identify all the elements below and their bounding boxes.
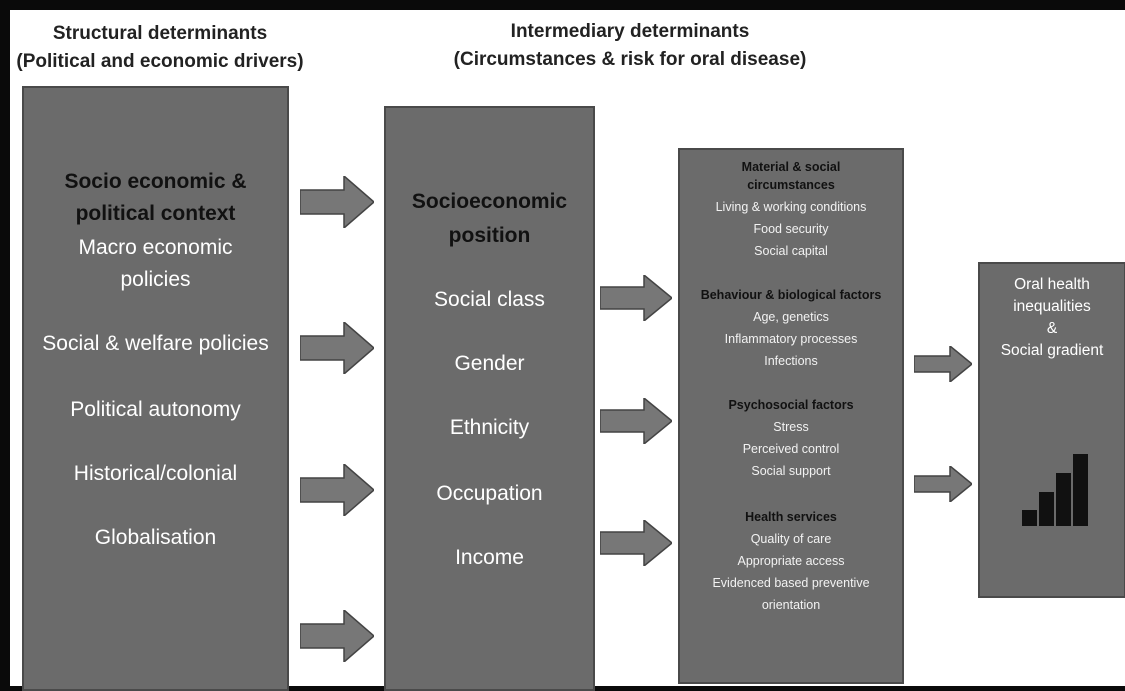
intermediary-header-subtitle: (Circumstances & risk for oral disease) [453, 49, 807, 70]
structural-item-social-welfare: Social & welfare policies [42, 332, 269, 355]
arrow-right-icon [600, 275, 672, 321]
group-material-title-1: Material & social [741, 160, 841, 174]
group-health-services-item-3: Evidenced based preventive [712, 576, 870, 590]
group-psychosocial-item-1: Stress [773, 420, 809, 434]
arrow-right-icon [914, 466, 972, 502]
structural-header: Structural determinants (Political and e… [10, 20, 310, 76]
arrow-right-icon [600, 520, 672, 566]
structural-heading-line-1: Socio economic & [64, 170, 247, 193]
outcome-line-4: Social gradient [1000, 342, 1104, 359]
gradient-bar-4 [1073, 454, 1088, 526]
structural-item-macro-1: Macro economic [78, 236, 233, 259]
position-item-gender: Gender [454, 352, 525, 375]
outcome-line-3: & [1046, 320, 1058, 337]
structural-item-political-autonomy: Political autonomy [70, 398, 241, 421]
group-behaviour-item-3: Infections [764, 354, 818, 368]
intermediary-header: Intermediary determinants (Circumstances… [440, 18, 820, 74]
arrow-right-icon [914, 346, 972, 382]
outcome-line-1: Oral health [1014, 276, 1090, 293]
group-psychosocial-item-2: Perceived control [742, 442, 840, 456]
oral-health-outcome-box: Oral health inequalities & Social gradie… [978, 262, 1125, 598]
gradient-bar-1 [1022, 510, 1037, 526]
gradient-bar-2 [1039, 492, 1054, 526]
arrow-right-icon [300, 464, 374, 516]
position-item-occupation: Occupation [436, 482, 543, 505]
position-item-income: Income [455, 546, 524, 569]
structural-determinants-box: Socio economic & political context Macro… [22, 86, 289, 691]
group-behaviour-title: Behaviour & biological factors [700, 288, 882, 302]
group-health-services-item-2: Appropriate access [737, 554, 845, 568]
structural-header-title: Structural determinants [52, 23, 268, 44]
group-health-services-item-4: orientation [761, 598, 821, 612]
position-heading-line-2: position [448, 224, 531, 247]
socioeconomic-position-box: Socioeconomic position Social class Gend… [384, 106, 595, 691]
intermediary-header-title: Intermediary determinants [510, 21, 750, 42]
bar-chart-icon [1022, 452, 1088, 526]
intermediary-factors-box: Material & social circumstances Living &… [678, 148, 904, 684]
structural-item-macro-2: policies [120, 268, 191, 291]
structural-item-globalisation: Globalisation [94, 526, 217, 549]
arrow-right-icon [300, 322, 374, 374]
structural-heading-line-2: political context [75, 202, 236, 225]
frame-top-border [0, 0, 1125, 10]
arrow-right-icon [600, 398, 672, 444]
position-item-social-class: Social class [434, 288, 545, 311]
group-material-item-3: Social capital [754, 244, 828, 258]
outcome-line-2: inequalities [1013, 298, 1091, 315]
group-health-services-item-1: Quality of care [750, 532, 832, 546]
structural-header-subtitle: (Political and economic drivers) [16, 51, 304, 72]
group-material-title-2: circumstances [747, 178, 835, 192]
position-heading-line-1: Socioeconomic [411, 190, 568, 213]
group-behaviour-item-2: Inflammatory processes [724, 332, 858, 346]
arrow-right-icon [300, 176, 374, 228]
group-behaviour-item-1: Age, genetics [753, 310, 829, 324]
gradient-bar-3 [1056, 473, 1071, 526]
frame-left-border [0, 0, 10, 691]
arrow-right-icon [300, 610, 374, 662]
group-material-item-2: Food security [753, 222, 829, 236]
group-health-services-title: Health services [745, 510, 837, 524]
structural-item-historical: Historical/colonial [73, 462, 238, 485]
group-material-item-1: Living & working conditions [715, 200, 867, 214]
group-psychosocial-title: Psychosocial factors [728, 398, 854, 412]
group-psychosocial-item-3: Social support [751, 464, 831, 478]
position-item-ethnicity: Ethnicity [449, 416, 530, 439]
